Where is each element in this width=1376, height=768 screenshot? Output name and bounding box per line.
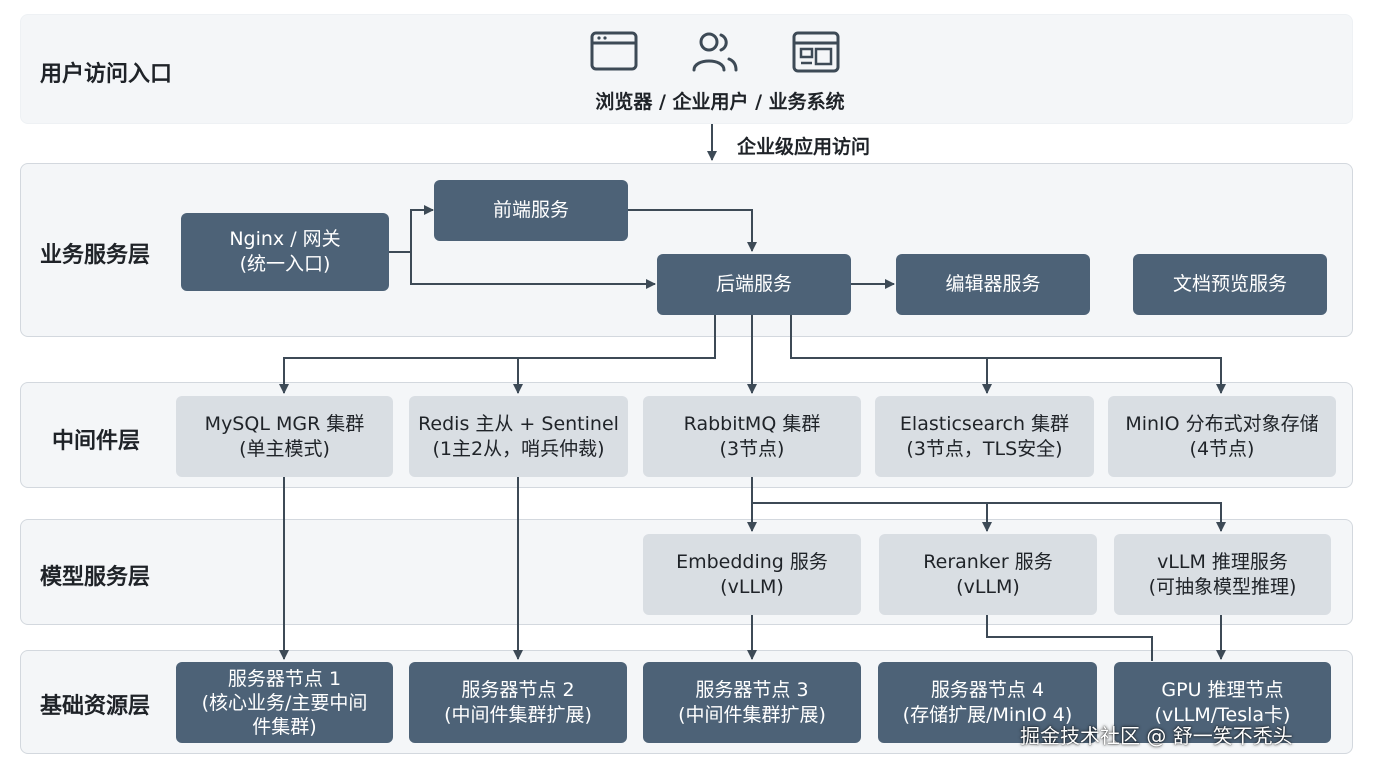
- infra-name: 服务器节点 4: [930, 678, 1045, 701]
- middleware-note: (1主2从，哨兵仲裁): [432, 437, 605, 460]
- layer-title-infra: 基础资源层: [40, 694, 151, 719]
- frontend-service-label: 前端服务: [492, 199, 569, 221]
- infra-server-3: 服务器节点 3 (中间件集群扩展): [643, 662, 861, 743]
- middleware-name: RabbitMQ 集群: [683, 412, 821, 435]
- user-entry-icons: [588, 28, 848, 76]
- doc-preview-service-node: 文档预览服务: [1133, 254, 1327, 315]
- infra-note: (存储扩展/MinIO 4): [902, 703, 1073, 726]
- layer-user-entry: [20, 14, 1353, 124]
- editor-service-label: 编辑器服务: [945, 273, 1041, 295]
- middleware-name: Elasticsearch 集群: [899, 412, 1070, 435]
- browser-window-icon: [588, 28, 640, 76]
- infra-name: 服务器节点 2: [461, 678, 575, 701]
- middleware-elasticsearch: Elasticsearch 集群 (3节点，TLS安全): [875, 396, 1094, 477]
- infra-server-4: 服务器节点 4 (存储扩展/MinIO 4): [878, 662, 1097, 743]
- backend-service-node: 后端服务: [657, 254, 851, 315]
- infra-note: (中间件集群扩展): [678, 703, 826, 726]
- nginx-gateway-node: Nginx / 网关 (统一入口): [181, 213, 389, 291]
- infra-note: (vLLM/Tesla卡): [1154, 703, 1291, 726]
- model-note: (vLLM): [956, 575, 1020, 598]
- users-icon: [689, 28, 741, 76]
- infra-name: 服务器节点 1: [227, 667, 342, 690]
- infra-name: 服务器节点 3: [695, 678, 809, 701]
- infra-name: GPU 推理节点: [1161, 678, 1284, 701]
- middleware-name: Redis 主从 + Sentinel: [418, 412, 619, 435]
- watermark: 掘金技术社区 @ 舒一笑不秃头: [1020, 724, 1293, 748]
- model-name: Embedding 服务: [676, 550, 828, 573]
- doc-preview-service-label: 文档预览服务: [1172, 273, 1287, 295]
- model-note: (可抽象模型推理): [1148, 575, 1297, 598]
- middleware-note: (3节点): [719, 437, 785, 460]
- layer-title-model: 模型服务层: [40, 565, 151, 590]
- infra-server-1: 服务器节点 1 (核心业务/主要中间 件集群): [176, 662, 393, 743]
- infra-note: (核心业务/主要中间: [201, 691, 368, 714]
- layer-title-entry: 用户访问入口: [40, 62, 173, 87]
- model-name: Reranker 服务: [923, 550, 1053, 573]
- middleware-note: (单主模式): [239, 437, 330, 460]
- model-embedding: Embedding 服务 (vLLM): [643, 534, 861, 615]
- nginx-gateway-note: (统一入口): [239, 253, 331, 275]
- middleware-redis: Redis 主从 + Sentinel (1主2从，哨兵仲裁): [409, 396, 628, 477]
- middleware-minio: MinIO 分布式对象存储 (4节点): [1108, 396, 1336, 477]
- frontend-service-node: 前端服务: [434, 180, 628, 241]
- dashboard-layout-icon: [790, 28, 842, 76]
- infra-note: (中间件集群扩展): [444, 703, 592, 726]
- layer-title-middleware: 中间件层: [52, 429, 141, 454]
- middleware-rabbitmq: RabbitMQ 集群 (3节点): [643, 396, 861, 477]
- middleware-name: MySQL MGR 集群: [204, 412, 365, 435]
- infra-gpu-node: GPU 推理节点 (vLLM/Tesla卡): [1114, 662, 1331, 743]
- model-vllm-inference: vLLM 推理服务 (可抽象模型推理): [1114, 534, 1331, 615]
- middleware-mysql: MySQL MGR 集群 (单主模式): [176, 396, 393, 477]
- backend-service-label: 后端服务: [715, 273, 792, 295]
- model-reranker: Reranker 服务 (vLLM): [879, 534, 1097, 615]
- infra-server-2: 服务器节点 2 (中间件集群扩展): [409, 662, 627, 743]
- infra-note: 件集群): [252, 715, 317, 738]
- access-arrow-label: 企业级应用访问: [737, 136, 871, 158]
- layer-title-business: 业务服务层: [40, 243, 151, 268]
- editor-service-node: 编辑器服务: [896, 254, 1090, 315]
- nginx-gateway-title: Nginx / 网关: [229, 228, 341, 250]
- model-note: (vLLM): [720, 575, 784, 598]
- model-name: vLLM 推理服务: [1157, 550, 1288, 573]
- middleware-note: (4节点): [1189, 437, 1255, 460]
- user-entry-label: 浏览器 / 企业用户 / 业务系统: [595, 91, 845, 113]
- middleware-note: (3节点，TLS安全): [906, 437, 1063, 460]
- middleware-name: MinIO 分布式对象存储: [1125, 412, 1319, 435]
